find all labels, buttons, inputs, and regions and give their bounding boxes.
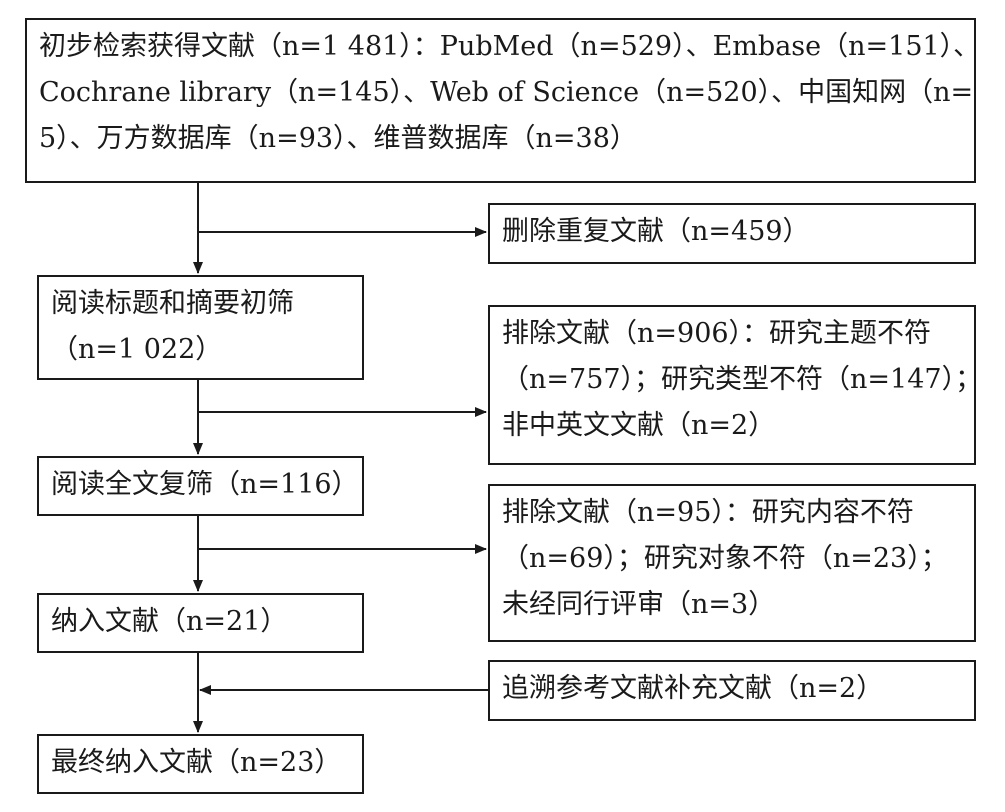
included-box: 纳入文献（n=21） <box>37 593 364 653</box>
box-line: 排除文献（n=906）：研究主题不符 <box>502 318 932 349</box>
final-included-box: 最终纳入文献（n=23） <box>37 734 364 794</box>
excluded-second-box: 排除文献（n=95）：研究内容不符 （n=69）；研究对象不符（n=23）； 未… <box>488 484 976 642</box>
title-abstract-screening-box: 阅读标题和摘要初筛 （n=1 022） <box>37 275 364 380</box>
box-line: （n=757）；研究类型不符（n=147）； <box>502 364 983 395</box>
excluded-first-box: 排除文献（n=906）：研究主题不符 （n=757）；研究类型不符（n=147）… <box>488 305 983 465</box>
box-line: 阅读标题和摘要初筛 <box>51 288 294 319</box>
box-line: 排除文献（n=95）：研究内容不符 <box>502 497 914 528</box>
box-line: Cochrane library（n=145）、Web of Science（n… <box>39 77 974 108</box>
box-line: 5）、万方数据库（n=93）、维普数据库（n=38） <box>39 123 637 154</box>
search-results-box: 初步检索获得文献（n=1 481）：PubMed（n=529）、Embase（n… <box>25 18 981 183</box>
box-line: 初步检索获得文献（n=1 481）：PubMed（n=529）、Embase（n… <box>39 31 981 62</box>
box-line: 追溯参考文献补充文献（n=2） <box>502 673 884 704</box>
reference-tracing-box: 追溯参考文献补充文献（n=2） <box>488 660 976 721</box>
box-line: 非中英文文献（n=2） <box>502 410 776 441</box>
box-line: 未经同行评审（n=3） <box>502 589 776 620</box>
box-line: 纳入文献（n=21） <box>51 606 288 637</box>
box-line: 删除重复文献（n=459） <box>502 216 810 247</box>
box-line: （n=1 022） <box>51 334 223 365</box>
fulltext-screening-box: 阅读全文复筛（n=116） <box>37 456 364 516</box>
box-line: （n=69）；研究对象不符（n=23）； <box>502 543 948 574</box>
duplicates-removed-box: 删除重复文献（n=459） <box>488 203 976 264</box>
box-line: 阅读全文复筛（n=116） <box>51 469 359 500</box>
box-line: 最终纳入文献（n=23） <box>51 747 342 778</box>
